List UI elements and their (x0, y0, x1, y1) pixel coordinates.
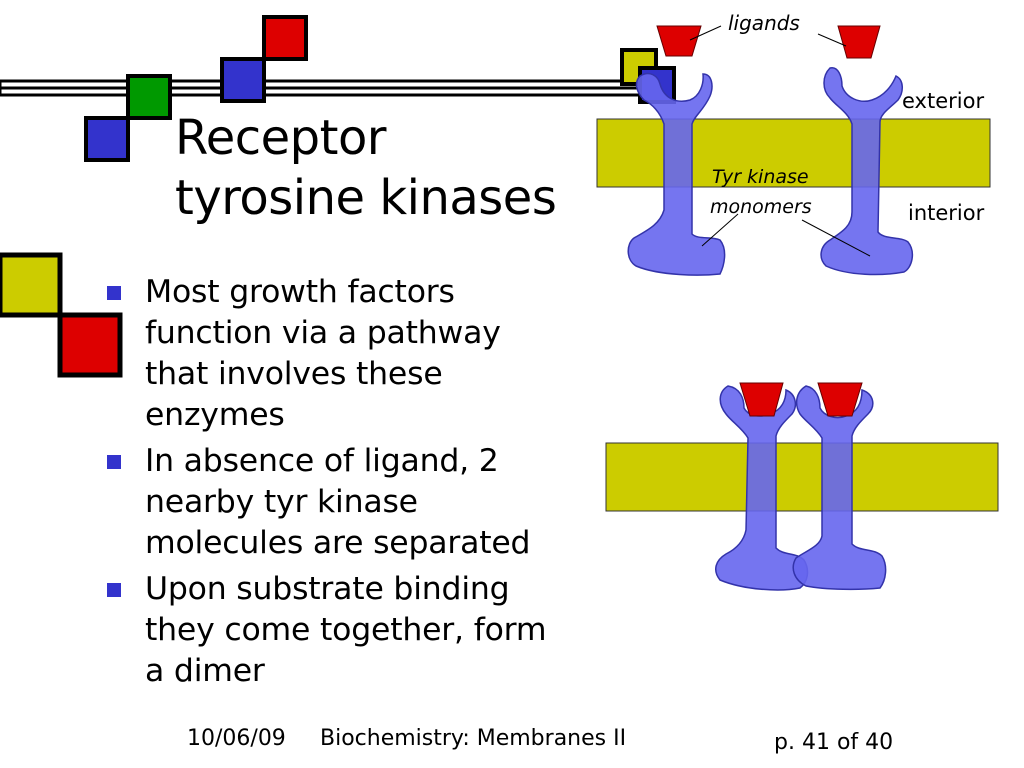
bullet-list: Most growth factors function via a pathw… (104, 272, 604, 697)
ligand-right (837, 25, 881, 59)
bullet-line: function via a pathway (145, 315, 501, 351)
bullet-line: a dimer (145, 653, 265, 689)
ligands-pointer-right (817, 33, 847, 47)
ligand-dimer-right (817, 382, 863, 417)
footer-course: Biochemistry: Membranes II (320, 726, 627, 751)
title-line-2: tyrosine kinases (175, 170, 557, 226)
bullet-line: In absence of ligand, 2 (145, 443, 499, 479)
bullet-item: Most growth factors function via a pathw… (104, 272, 604, 436)
ligands-pointer-left (689, 25, 722, 41)
page-title: Receptor tyrosine kinases (175, 108, 557, 228)
monomers-pointer-right (801, 219, 871, 257)
bullet-line: molecules are separated (145, 525, 531, 561)
monomers-pointer-left (701, 213, 739, 247)
bullet-line: Upon substrate binding (145, 571, 510, 607)
bullet-line: Most growth factors (145, 274, 455, 310)
square-bullet-icon (107, 286, 121, 300)
receptor-monomer-right (820, 67, 914, 276)
footer-date: 10/06/09 (187, 726, 286, 751)
deco-square-green (126, 74, 172, 120)
membrane-bottom (605, 442, 999, 512)
label-exterior: exterior (902, 89, 984, 113)
bullet-item: Upon substrate binding they come togethe… (104, 569, 604, 692)
deco-square-yellow-left (0, 252, 63, 318)
deco-square-blue-left (84, 116, 130, 162)
label-interior: interior (908, 201, 985, 225)
deco-square-blue-top (220, 57, 266, 103)
bullet-line: that involves these (145, 356, 443, 392)
bullet-line: they come together, form (145, 612, 547, 648)
title-line-1: Receptor (175, 110, 387, 166)
ligand-left (656, 25, 702, 57)
bullet-line: enzymes (145, 397, 285, 433)
bullet-line: nearby tyr kinase (145, 484, 418, 520)
square-bullet-icon (107, 455, 121, 469)
bullet-item: In absence of ligand, 2 nearby tyr kinas… (104, 441, 604, 564)
label-monomers-line-2: monomers (710, 196, 812, 218)
label-monomers-line-1: Tyr kinase (712, 166, 809, 188)
receptor-monomer-left (627, 72, 726, 276)
deco-square-red-left (57, 312, 123, 378)
square-bullet-icon (107, 583, 121, 597)
footer-page-number: p. 41 of 40 (774, 730, 894, 755)
deco-square-red-top (262, 15, 308, 61)
label-ligands: ligands (728, 11, 800, 35)
ligand-dimer-left (739, 382, 784, 417)
membrane-top (596, 118, 991, 188)
